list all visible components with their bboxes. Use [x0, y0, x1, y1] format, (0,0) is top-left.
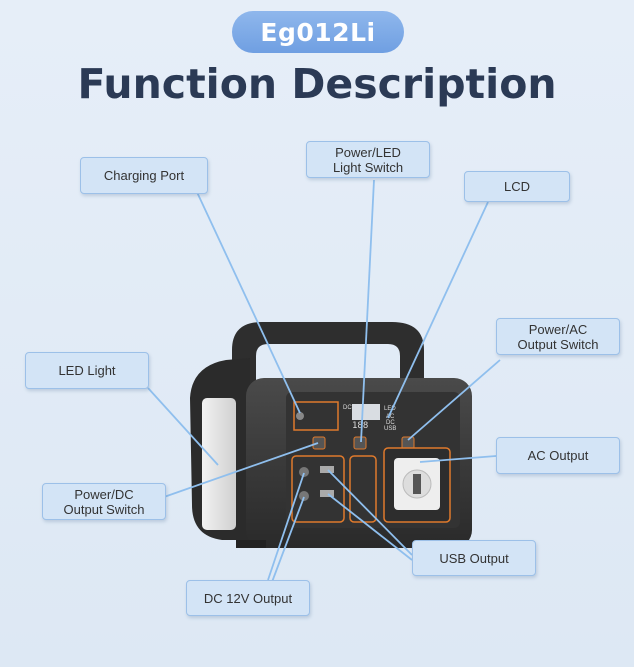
lcd-led-label: LED	[384, 406, 396, 412]
label-dc-12v-output: DC 12V Output	[186, 580, 310, 616]
led-light-panel	[202, 398, 236, 530]
dc-port-frame	[291, 455, 345, 523]
leader-power-ac	[407, 359, 501, 441]
label-power-dc-switch: Power/DC Output Switch	[42, 483, 166, 520]
leader-charging-port	[195, 189, 301, 414]
label-usb-output: USB Output	[412, 540, 536, 576]
carry-handle	[232, 322, 424, 400]
leader-power-dc	[163, 442, 319, 498]
power-led-button	[353, 436, 367, 450]
leader-lcd	[387, 201, 489, 419]
usb-port-1	[320, 466, 334, 473]
power-dc-button	[312, 436, 326, 450]
usb-port-2	[320, 490, 334, 497]
label-ac-output: AC Output	[496, 437, 620, 474]
lcd-usb-label: USB	[384, 426, 396, 432]
ac-outlet-slot	[413, 474, 421, 494]
leader-dc12v-2	[271, 496, 305, 583]
leader-usb-2	[327, 493, 413, 561]
charging-port	[296, 412, 304, 420]
label-power-led-switch: Power/LED Light Switch	[306, 141, 430, 178]
label-charging-port: Charging Port	[80, 157, 208, 194]
dc-port-2	[299, 491, 309, 501]
dc-port-1	[299, 467, 309, 477]
label-led-light: LED Light	[25, 352, 149, 389]
leader-power-led	[360, 179, 375, 443]
lcd-dc2-label: DC	[386, 420, 395, 426]
page-title: Function Description	[77, 60, 557, 108]
leader-usb-1	[327, 469, 413, 556]
leader-ac-output	[419, 455, 497, 463]
input-info-box	[293, 401, 339, 431]
leader-dc12v-1	[267, 472, 305, 581]
lcd-ac-label: AC	[386, 414, 395, 420]
leader-lines	[147, 179, 501, 583]
leader-led-light	[147, 387, 219, 466]
label-lcd: LCD	[464, 171, 570, 202]
lcd-digits: 188	[352, 421, 368, 431]
label-power-ac-switch: Power/AC Output Switch	[496, 318, 620, 355]
power-ac-button	[401, 436, 415, 450]
foot-left	[236, 540, 266, 548]
lcd-dc-label: DC	[343, 405, 352, 411]
lcd-screen	[352, 404, 380, 420]
model-badge: Eg012Li	[232, 11, 404, 53]
